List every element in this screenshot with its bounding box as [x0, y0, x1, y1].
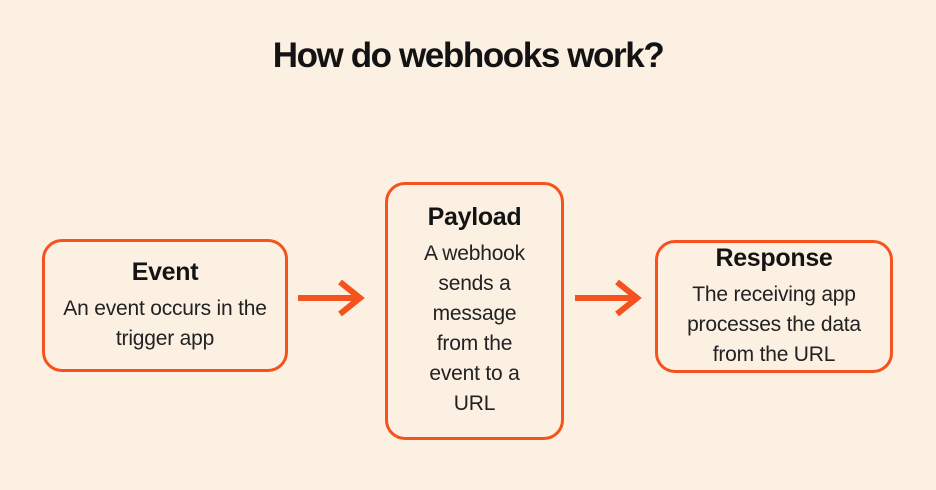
step-body-response: The receiving app processes the data fro…: [687, 282, 861, 366]
right-arrow-icon: [294, 276, 370, 320]
step-box-event: Event An event occurs in the trigger app: [42, 239, 288, 372]
right-arrow-icon: [571, 276, 647, 320]
step-box-response: Response The receiving app processes the…: [655, 240, 893, 373]
step-body-event: An event occurs in the trigger app: [63, 296, 267, 350]
step-heading-response: Response: [715, 243, 833, 272]
page-title: How do webhooks work?: [272, 36, 665, 75]
step-body-payload: A webhook sends a message from the event…: [424, 242, 525, 415]
step-heading-payload: Payload: [427, 203, 522, 231]
step-box-payload: Payload A webhook sends a message from t…: [385, 182, 564, 440]
step-heading-event: Event: [131, 257, 199, 286]
